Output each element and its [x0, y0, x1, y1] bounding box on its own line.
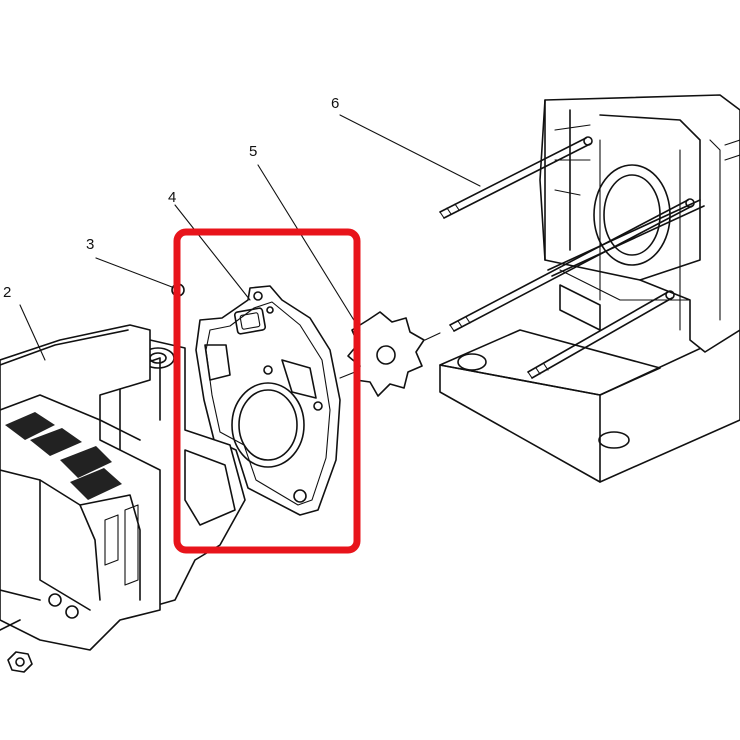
leader-lines — [19, 114, 481, 361]
engine-block — [439, 94, 740, 483]
callout-3: 3 — [86, 236, 94, 253]
callout-2: 2 — [3, 284, 11, 301]
stud-bolts — [439, 136, 705, 379]
callout-6: 6 — [331, 95, 339, 112]
rotor-gear — [347, 311, 441, 397]
callout-5: 5 — [249, 143, 257, 160]
highlight-frame — [173, 228, 361, 554]
pump-assembly — [0, 283, 246, 673]
gasket — [195, 285, 356, 516]
callout-4: 4 — [168, 189, 176, 206]
